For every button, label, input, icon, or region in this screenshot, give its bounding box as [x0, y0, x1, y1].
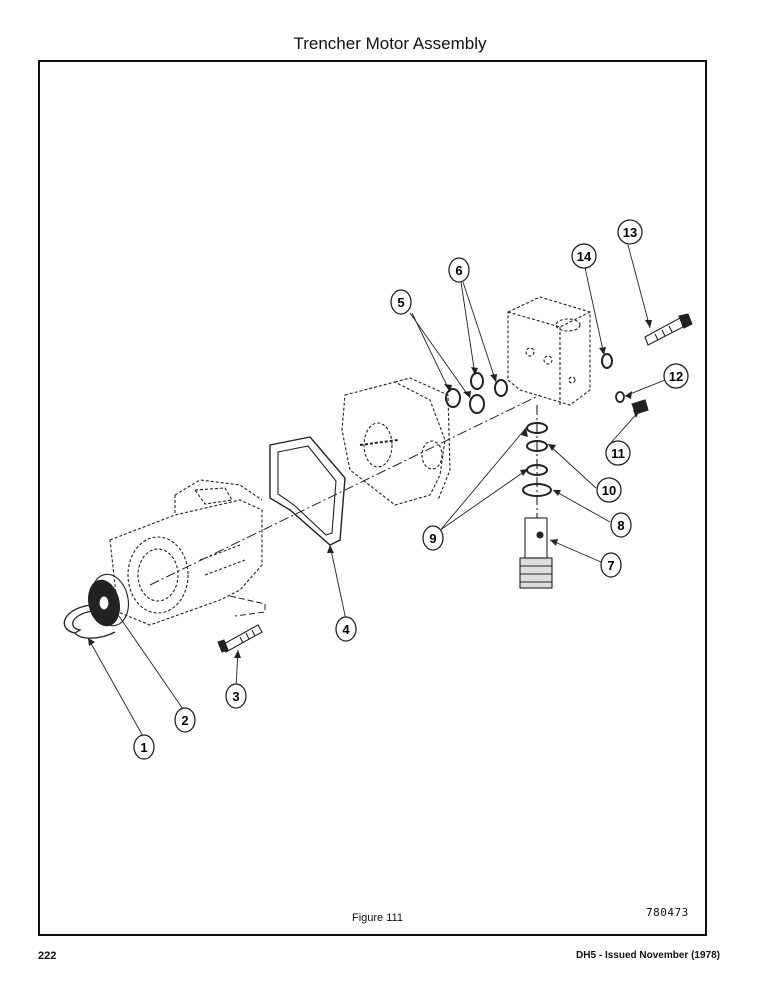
callout-11: 11	[605, 440, 631, 466]
callouts: 1 2 3 4 5 6 7 8	[133, 219, 689, 760]
callout-3: 3	[225, 683, 247, 709]
gasket	[269, 436, 346, 546]
figure-label: Figure 111	[352, 912, 403, 924]
publication-info: DH5 - Issued November (1978)	[576, 950, 720, 961]
svg-text:9: 9	[429, 531, 436, 546]
washer-14	[601, 353, 613, 369]
page-title: Trencher Motor Assembly	[293, 34, 487, 53]
o-rings-5	[445, 388, 485, 414]
callout-9: 9	[422, 525, 444, 551]
leader-arrowheads	[88, 320, 652, 658]
svg-text:13: 13	[623, 225, 637, 240]
svg-text:11: 11	[611, 446, 625, 461]
figure-frame	[38, 60, 707, 936]
bolt-13	[644, 313, 693, 346]
svg-text:2: 2	[181, 713, 188, 728]
svg-text:8: 8	[617, 518, 624, 533]
o-ring-12	[615, 391, 625, 403]
bolt-3	[217, 624, 263, 653]
callout-13: 13	[617, 219, 643, 245]
svg-text:7: 7	[607, 558, 614, 573]
centerline	[149, 394, 541, 586]
centerline-lower	[229, 595, 266, 617]
leader-lines	[87, 244, 666, 739]
callout-8: 8	[610, 512, 632, 538]
callout-5: 5	[390, 289, 412, 315]
motor-housing	[109, 479, 263, 626]
drawing-number: 780473	[646, 906, 689, 919]
callout-12: 12	[663, 363, 689, 389]
end-cover	[341, 377, 451, 506]
o-rings-6	[470, 372, 508, 397]
svg-text:1: 1	[140, 740, 147, 755]
callout-7: 7	[600, 552, 622, 578]
svg-text:5: 5	[397, 295, 404, 310]
valve-block	[507, 296, 591, 406]
retaining-ring	[63, 604, 116, 639]
seal-washer	[88, 573, 129, 627]
callout-4: 4	[335, 616, 357, 642]
svg-text:14: 14	[577, 249, 592, 264]
callout-2: 2	[174, 707, 196, 733]
callout-6: 6	[448, 257, 470, 283]
svg-text:3: 3	[232, 689, 239, 704]
cartridge-valve	[519, 517, 553, 589]
svg-text:12: 12	[669, 369, 683, 384]
page-number: 222	[38, 950, 57, 962]
svg-text:10: 10	[602, 483, 616, 498]
svg-text:4: 4	[342, 622, 350, 637]
callout-1: 1	[133, 734, 155, 760]
callout-10: 10	[596, 477, 622, 503]
callout-14: 14	[571, 243, 597, 269]
svg-text:6: 6	[455, 263, 462, 278]
